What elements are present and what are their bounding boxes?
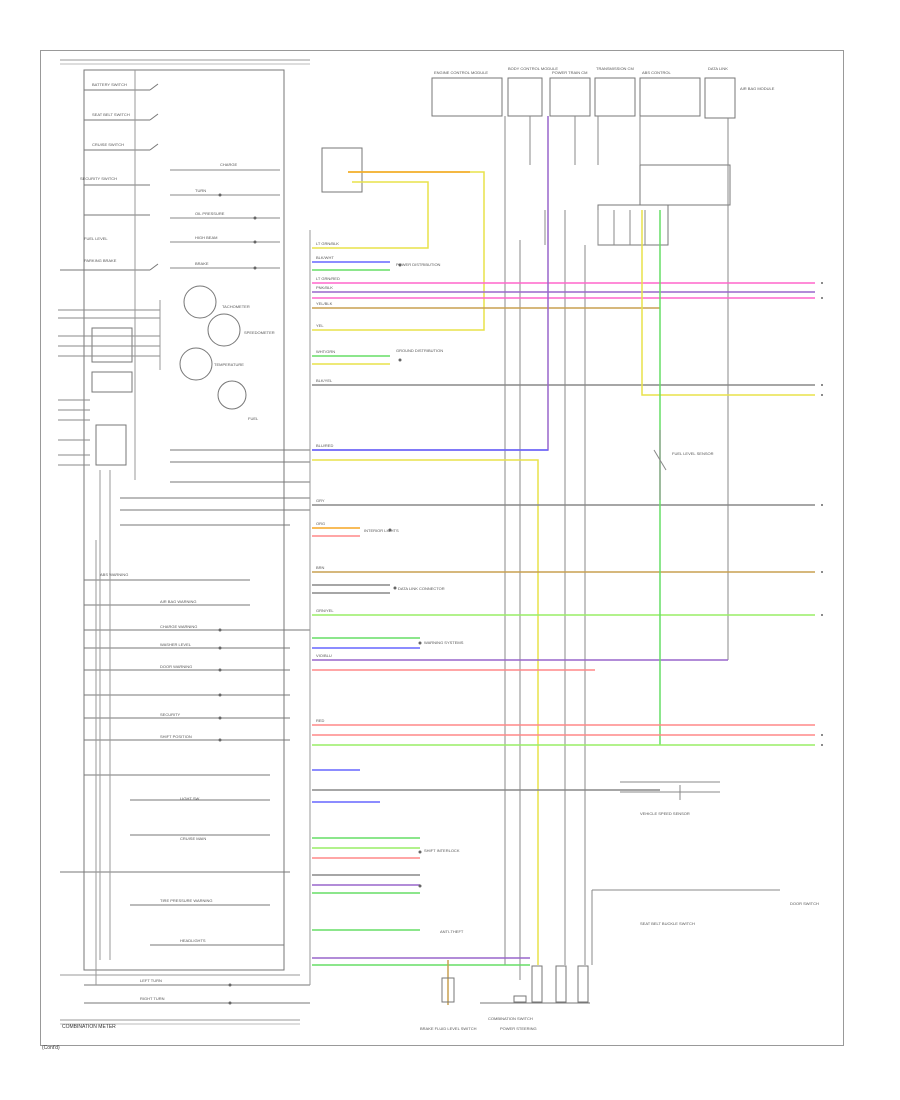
splice-dots [218, 193, 422, 1005]
wire-label-0: LT GRN/BLK [316, 241, 339, 246]
wire-yellow-5 [312, 459, 539, 965]
colored-wires [312, 116, 815, 1005]
label-lower-1: AIR BAG WARNING [160, 599, 197, 604]
wire-yellow-2 [312, 181, 429, 249]
wire-label-1: BLK/WHT [316, 255, 334, 260]
label-bottom-1: COMBINATION SWITCH [488, 1016, 533, 1021]
label-switch-2: CRUISE SWITCH [92, 142, 124, 147]
wire-label-10: RED [316, 718, 325, 723]
label-lower-12: RIGHT TURN [140, 996, 165, 1001]
right-side-modules [591, 430, 780, 965]
label-right-2: SEAT BELT BUCKLE SWITCH [640, 921, 695, 926]
combination-meter-box [83, 69, 285, 971]
label-lower-9: TIRE PRESSURE WARNING [160, 898, 213, 903]
gauge-group [91, 285, 247, 466]
label-gauge-0: TACHOMETER [222, 304, 250, 309]
label-lower-5: SECURITY [160, 712, 181, 717]
label-bottom-0: BRAKE FLUID LEVEL SWITCH [420, 1026, 477, 1031]
label-switch-5: PARKING BRAKE [84, 258, 117, 263]
label-gauge-3: FUEL [248, 416, 259, 421]
label-top-3: TRANSMISSION CM [596, 66, 634, 71]
label-switch-3: SECURITY SWITCH [80, 176, 117, 181]
label-top-2: POWER TRAIN CM [552, 70, 587, 75]
wire-label-13: ORG [316, 521, 325, 526]
label-lower-10: HEADLIGHTS [180, 938, 206, 943]
label-indicator-4: BRAKE [195, 261, 209, 266]
label-top-5: DATA LINK [708, 66, 728, 71]
wire-label-8: BLK/YEL [316, 378, 333, 383]
label-top-0: ENGINE CONTROL MODULE [434, 70, 488, 75]
label-right-1: VEHICLE SPEED SENSOR [640, 811, 690, 816]
circuit-ref-1: GROUND DISTRIBUTION [396, 348, 443, 353]
right-edge-terminals [821, 282, 823, 746]
circuit-ref-3: DATA LINK CONNECTOR [398, 586, 445, 591]
label-top-6: AIR BAG MODULE [740, 86, 775, 91]
wire-label-9: VIO/BLU [316, 653, 332, 658]
diagram-labels: BATTERY SWITCH SEAT BELT SWITCH CRUISE S… [80, 66, 819, 1031]
wire-label-7: WHT/GRN [316, 349, 335, 354]
diagram-footer-title: COMBINATION METER [62, 1024, 116, 1030]
label-right-3: DOOR SWITCH [790, 901, 819, 906]
wire-label-4: BLU/RED [316, 443, 333, 448]
label-switch-1: SEAT BELT SWITCH [92, 112, 130, 117]
label-lower-6: SHIFT POSITION [160, 734, 192, 739]
left-bus-lines [60, 449, 310, 1004]
wire-label-14: GRY [316, 498, 325, 503]
wire-label-11: GRN/YEL [316, 608, 334, 613]
circuit-ref-0: POWER DISTRIBUTION [396, 262, 441, 267]
wire-yellow-4 [641, 210, 815, 396]
label-gauge-1: SPEEDOMETER [244, 330, 275, 335]
label-top-1: BODY CONTROL MODULE [508, 66, 558, 71]
label-lower-2: CHARGE WARNING [160, 624, 197, 629]
label-lower-0: ABS WARNING [100, 572, 128, 577]
label-indicator-3: HIGH BEAM [195, 235, 217, 240]
label-lower-7: LIGHT SW [180, 796, 199, 801]
label-indicator-1: TURN [195, 188, 206, 193]
circuit-ref-6: ANTI-THEFT [440, 929, 464, 934]
wire-label-3: PNK/BLK [316, 285, 333, 290]
label-indicator-0: CHARGE [220, 162, 237, 167]
bottom-connectors [441, 965, 590, 1004]
circuit-ref-2: INTERIOR LIGHTS [364, 528, 399, 533]
label-lower-8: CRUISE MAIN [180, 836, 206, 841]
label-top-4: ABS CONTROL [642, 70, 671, 75]
wire-label-2: LT GRN/RED [316, 276, 340, 281]
meter-vertical-bus [95, 70, 161, 985]
wire-label-6: YEL [316, 323, 324, 328]
label-right-0: FUEL LEVEL SENSOR [672, 451, 714, 456]
label-switch-0: BATTERY SWITCH [92, 82, 127, 87]
diagram-frame [40, 50, 844, 1046]
label-lower-3: WASHER LEVEL [160, 642, 192, 647]
left-pin-stubs [58, 309, 160, 466]
label-lower-4: DOOR WARNING [160, 664, 192, 669]
wire-yellow-1 [312, 171, 485, 331]
label-indicator-2: OIL PRESSURE [195, 211, 225, 216]
wire-label-12: BRN [316, 565, 325, 570]
circuit-ref-4: WARNING SYSTEMS [424, 640, 464, 645]
top-module-boxes [321, 77, 736, 246]
wire-label-5: YEL/BLK [316, 301, 333, 306]
label-lower-11: LEFT TURN [140, 978, 162, 983]
top-vertical-drops [504, 116, 729, 980]
label-bottom-2: POWER STEERING [500, 1026, 537, 1031]
label-switch-4: FUEL LEVEL [84, 236, 108, 241]
circuit-ref-5: SHIFT INTERLOCK [424, 848, 460, 853]
indicator-rows [170, 169, 280, 269]
label-gauge-2: TEMPERATURE [214, 362, 244, 367]
diagram-footer-note: (Cont'd) [42, 1045, 60, 1051]
